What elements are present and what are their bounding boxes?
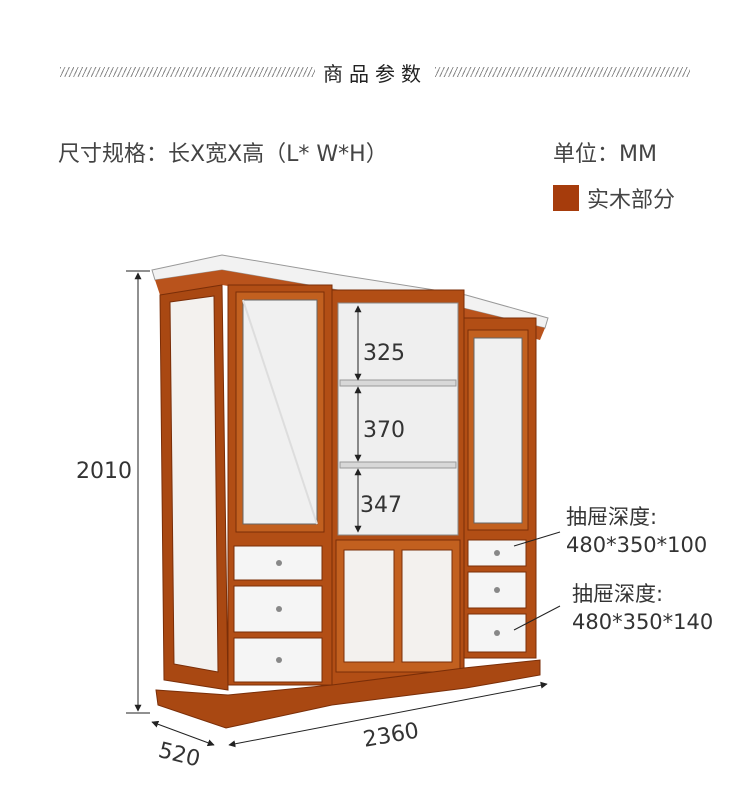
drawer-note-2: 抽屉深度: 480*350*140 xyxy=(572,580,713,636)
legend-label: 实木部分 xyxy=(587,188,676,213)
dimension-shelf-top: 325 xyxy=(363,341,405,366)
dimension-shelf-mid: 370 xyxy=(363,418,405,443)
dimension-shelf-bottom: 347 xyxy=(360,493,402,518)
dimension-depth: 520 xyxy=(156,738,203,772)
cabinet-left-section xyxy=(227,284,333,686)
header-title: 商品参数 xyxy=(323,61,427,86)
cabinet-left-side xyxy=(159,284,229,691)
cabinet-center-section xyxy=(331,289,465,686)
dimension-lines xyxy=(126,270,561,748)
section-header: 商品参数 xyxy=(60,56,690,88)
size-spec-label: 尺寸规格：长X宽X高（L* W*H） xyxy=(58,142,388,167)
drawer-note-1-title: 抽屉深度: xyxy=(566,505,658,529)
unit-label: 单位：MM xyxy=(553,142,657,167)
header-hatch-right xyxy=(435,67,690,77)
header-hatch-left xyxy=(60,67,315,77)
drawer-note-2-title: 抽屉深度: xyxy=(572,582,664,606)
drawer-note-1: 抽屉深度: 480*350*100 xyxy=(566,503,707,559)
drawer-note-2-value: 480*350*140 xyxy=(572,610,714,634)
solid-wood-swatch xyxy=(553,185,579,211)
drawer-note-1-value: 480*350*100 xyxy=(566,533,708,557)
dimension-height: 2010 xyxy=(76,459,132,484)
cabinet-right-section xyxy=(463,317,537,659)
dimension-width: 2360 xyxy=(361,718,420,752)
legend: 实木部分 xyxy=(553,182,675,214)
